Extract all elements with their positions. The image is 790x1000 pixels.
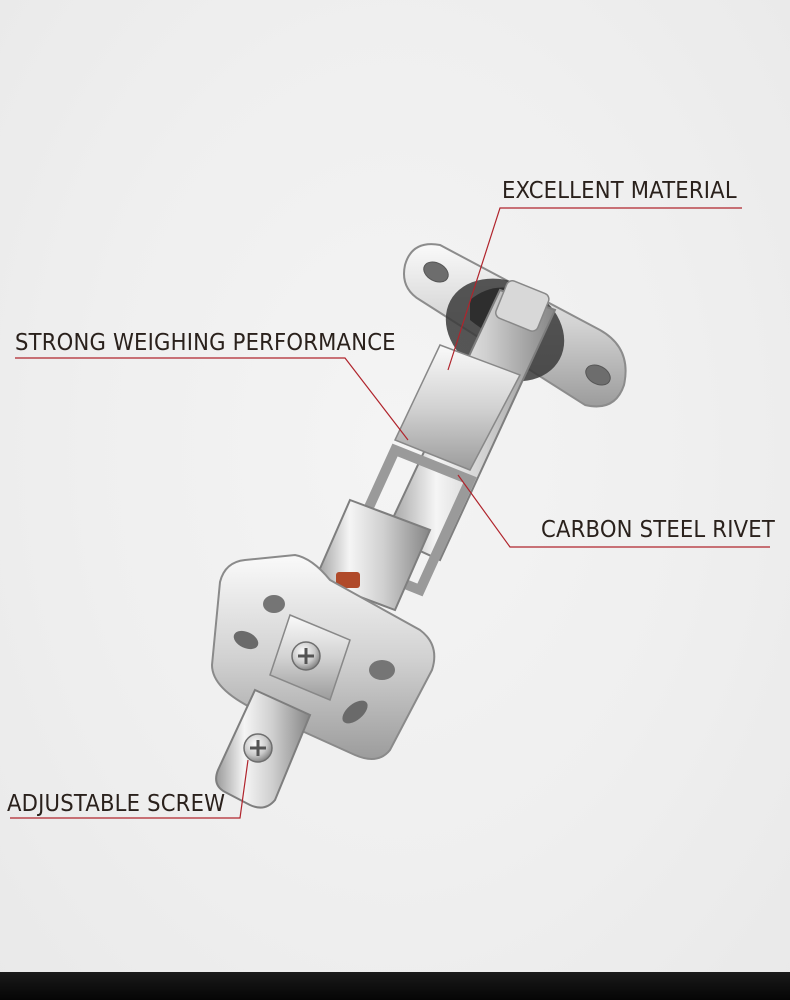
adjustable-screw-icon xyxy=(243,733,273,763)
leader-adjustable-screw xyxy=(10,759,249,819)
label-strong-weighing-performance: STRONG WEIGHING PERFORMANCE xyxy=(15,330,396,356)
label-adjustable-screw: ADJUSTABLE SCREW xyxy=(7,791,226,817)
hinge-lower-arm xyxy=(313,443,477,612)
leader-carbon-steel-rivet xyxy=(457,474,770,548)
plate-screw-icon xyxy=(291,641,321,671)
label-excellent-material: EXCELLENT MATERIAL xyxy=(502,178,737,204)
leader-excellent-material xyxy=(447,207,742,371)
hinge-upper-arm xyxy=(383,280,557,562)
label-carbon-steel-rivet: CARBON STEEL RIVET xyxy=(541,517,775,543)
leader-strong-weighing xyxy=(15,357,409,441)
bottom-bar xyxy=(0,972,790,1000)
